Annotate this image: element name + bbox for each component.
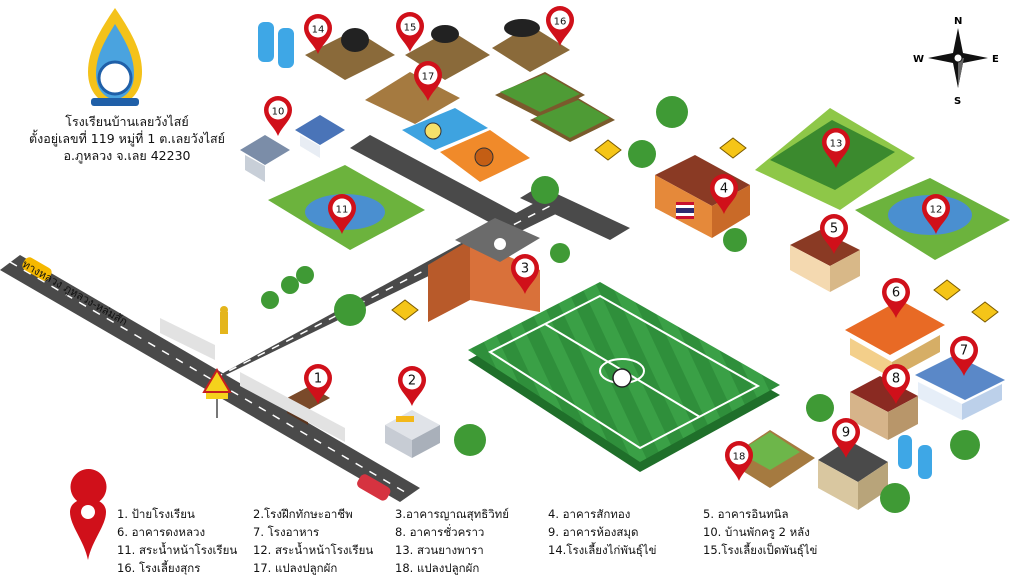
crop-fields (495, 72, 615, 142)
map-pin-label: 1 (314, 372, 322, 387)
map-pin-label: 17 (422, 72, 435, 83)
map-pin-4: 4 (710, 174, 738, 214)
map-pin-label: 18 (733, 452, 746, 463)
map-pin-17: 17 (414, 61, 442, 101)
map-pin-label: 13 (830, 139, 843, 150)
map-pin-label: 12 (930, 205, 943, 216)
map-pin-11: 11 (328, 194, 356, 234)
map-pin-12: 12 (922, 194, 950, 234)
flag-thailand (676, 202, 694, 219)
soccer-ball-icon (612, 368, 632, 388)
map-pin-label: 3 (521, 262, 529, 277)
map-pin-label: 9 (842, 426, 850, 441)
school-name: โรงเรียนบ้านเลยวังไสย์ (65, 114, 189, 129)
vegetable-plot-17 (365, 72, 460, 124)
temporary-building (850, 376, 918, 440)
compass-w: W (913, 54, 924, 65)
volleyball-court (402, 108, 488, 150)
library (818, 440, 888, 510)
school-info: โรงเรียนบ้านเลยวังไสย์ ตั้งอยู่เลขที่ 11… (22, 113, 232, 164)
compass-s: S (954, 96, 961, 107)
map-pin-label: 6 (892, 286, 900, 301)
canteen (915, 355, 1005, 420)
map-pin-6: 6 (881, 277, 910, 318)
school-logo (88, 8, 142, 106)
map-pin-label: 2 (408, 374, 416, 389)
map-pin-label: 7 (960, 344, 968, 359)
map-pin-label: 4 (720, 182, 728, 197)
map-pin-18: 18 (725, 441, 753, 481)
map-pin-3: 3 (511, 254, 539, 294)
compass-n: N (954, 16, 962, 27)
yellow-car (22, 257, 52, 281)
map-pin-label: 14 (312, 25, 325, 36)
map-pin-7: 7 (950, 336, 978, 376)
map-pin-15: 15 (396, 12, 424, 52)
map-pin-label: 8 (892, 372, 900, 387)
building-saktong (655, 155, 750, 238)
map-pin-1: 1 (304, 364, 332, 404)
school-address-line2: อ.ภูหลวง จ.เลย 42230 (63, 148, 191, 163)
legend-pin-icon (70, 469, 107, 560)
map-pin-label: 10 (272, 107, 285, 118)
map-pin-16: 16 (546, 6, 574, 46)
compass-e: E (992, 54, 999, 65)
chicken-farm (305, 28, 395, 80)
soccer-field (468, 282, 780, 472)
basketball-court (440, 130, 530, 182)
map-pin-5: 5 (820, 214, 848, 254)
trees (261, 96, 980, 513)
building-yanasuttiwit (428, 218, 540, 322)
teacher-houses (240, 115, 345, 182)
map-pin-14: 14 (304, 14, 332, 54)
map-pin-2: 2 (398, 366, 426, 406)
golden-statue (220, 306, 228, 334)
red-car (357, 474, 391, 501)
map-pin-label: 11 (336, 205, 349, 216)
map-pin-label: 16 (554, 17, 567, 28)
skill-workshop (385, 410, 440, 458)
vegetable-plot-18 (725, 430, 815, 488)
map-pin-label: 5 (830, 222, 838, 237)
building-intanin (790, 230, 860, 292)
school-fence (160, 318, 345, 442)
pig-farm (492, 19, 570, 72)
restroom-icon (391, 137, 999, 323)
map-pin-label: 15 (404, 23, 417, 34)
map-pin-9: 9 (832, 418, 860, 458)
school-crossing-sign (202, 368, 232, 418)
water-tanks (258, 22, 932, 479)
map-pin-10: 10 (264, 96, 292, 136)
school-address-line1: ตั้งอยู่เลขที่ 119 หมู่ที่ 1 ต.เลยวังไสย… (29, 131, 225, 146)
map-pin-8: 8 (881, 363, 910, 404)
map-pin-13: 13 (822, 128, 850, 168)
compass-rose-icon: N S E W (913, 16, 999, 107)
